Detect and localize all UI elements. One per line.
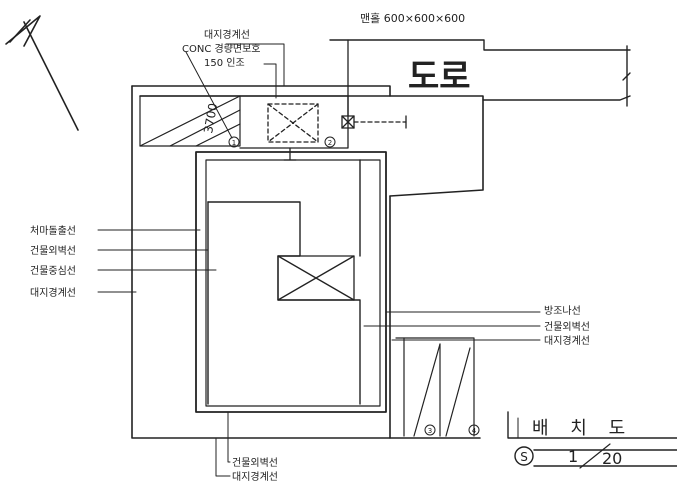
label-boundary-top: 대지경계선 [204, 28, 250, 41]
label-boundary-right: 대지경계선 [544, 334, 590, 347]
label-concrete: CONC 경량면보호 [182, 42, 261, 55]
label-dimension-3700: 3700 [201, 102, 220, 135]
svg-text:2: 2 [328, 139, 332, 147]
building-outline [195, 151, 387, 413]
svg-text:1: 1 [232, 139, 236, 147]
label-boundary-left: 대지경계선 [30, 286, 76, 299]
upper-yard [139, 95, 241, 147]
scale-symbol: S [520, 450, 528, 464]
scale-denominator: 20 [602, 449, 622, 468]
left-leaders [97, 229, 217, 293]
label-outer-wall-bottom: 건물외벽선 [232, 457, 278, 469]
bottom-leaders [215, 411, 231, 477]
lower-right-zone [395, 337, 475, 437]
scale-prefix: 1 [568, 447, 578, 466]
central-opening [277, 255, 355, 301]
label-outer-wall-right: 건물외벽선 [544, 321, 590, 333]
label-boundary-bottom: 대지경계선 [232, 470, 278, 483]
circle-marker-4: 4 [468, 424, 480, 436]
scale-circle-icon [514, 446, 534, 466]
label-road: 도로 [408, 57, 471, 97]
label-manhole: 맨홀 600×600×600 [360, 12, 465, 25]
circle-marker-1: 1 [228, 136, 240, 148]
label-eave-line: 처마돌출선 [30, 225, 76, 237]
circle-marker-2: 2 [324, 136, 336, 148]
svg-text:4: 4 [472, 427, 477, 435]
label-gutter-line: 방조나선 [544, 305, 581, 317]
top-leaders [185, 39, 349, 139]
label-cut-size: 150 인조 [204, 57, 245, 69]
label-center-line: 건물중심선 [30, 265, 76, 277]
circle-marker-3: 3 [424, 424, 436, 436]
manhole-icon [341, 39, 407, 129]
north-arrow-icon [5, 15, 79, 131]
road-edge [329, 39, 631, 107]
label-outer-wall: 건물외벽선 [30, 245, 76, 257]
concrete-box [239, 95, 349, 161]
svg-text:3: 3 [428, 427, 432, 435]
drawing-title: 배 치 도 [532, 418, 633, 439]
right-leaders [363, 311, 541, 341]
title-block: 배 치 도 S 1 20 [507, 411, 677, 469]
